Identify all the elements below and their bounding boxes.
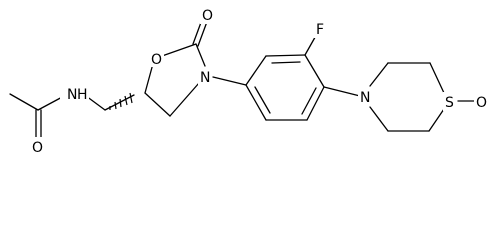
bond-ar3-ar4	[304, 54, 325, 88]
bond-c4-c5	[144, 92, 171, 117]
atom-sulfur: S	[445, 95, 454, 111]
bond-ar1-ar2	[245, 55, 267, 86]
bond-methyl-carbonyl	[9, 93, 39, 111]
atom-n-thiomorpholine: N	[360, 90, 370, 106]
atom-fluorine: F	[316, 22, 324, 38]
atom-n-amide: N	[67, 87, 77, 103]
bond-c-n-lower	[369, 106, 389, 132]
bond-ar-inner-3	[254, 86, 271, 114]
bond-ar4-ar5	[306, 86, 325, 121]
bond-ar-inner-1	[271, 61, 301, 64]
bond-nitrogen-aryl	[212, 76, 247, 86]
atom-o-acetyl: O	[32, 140, 43, 156]
chemical-structure: N H O O O N F N S O	[9, 5, 488, 156]
atom-o-sulfoxide: O	[476, 95, 487, 111]
bond-ar6-ar1	[245, 84, 267, 121]
atom-o-carbonyl: O	[202, 8, 213, 24]
bond-s-c-lower	[428, 108, 445, 132]
atom-h-amide: H	[77, 87, 88, 103]
bond-oxygen-c2	[161, 43, 197, 57]
bond-nitrogen-c4	[169, 82, 200, 117]
bond-c-s-upper	[429, 62, 445, 94]
bond-aryl-nitrogen	[323, 86, 361, 97]
bond-ar-inner-2	[301, 87, 317, 115]
stereo-hash-wedge	[109, 92, 133, 110]
bond-ar2-ar3	[265, 54, 306, 57]
atom-o-ring: O	[151, 52, 162, 68]
bonds	[9, 16, 475, 141]
atom-labels: N H O O O N F N S O	[30, 5, 488, 156]
bond-methylene-stereocenter	[104, 94, 135, 111]
bond-c2-nitrogen	[195, 43, 206, 67]
atom-n-ring: N	[200, 70, 210, 86]
bond-n-c-upper	[369, 62, 389, 87]
